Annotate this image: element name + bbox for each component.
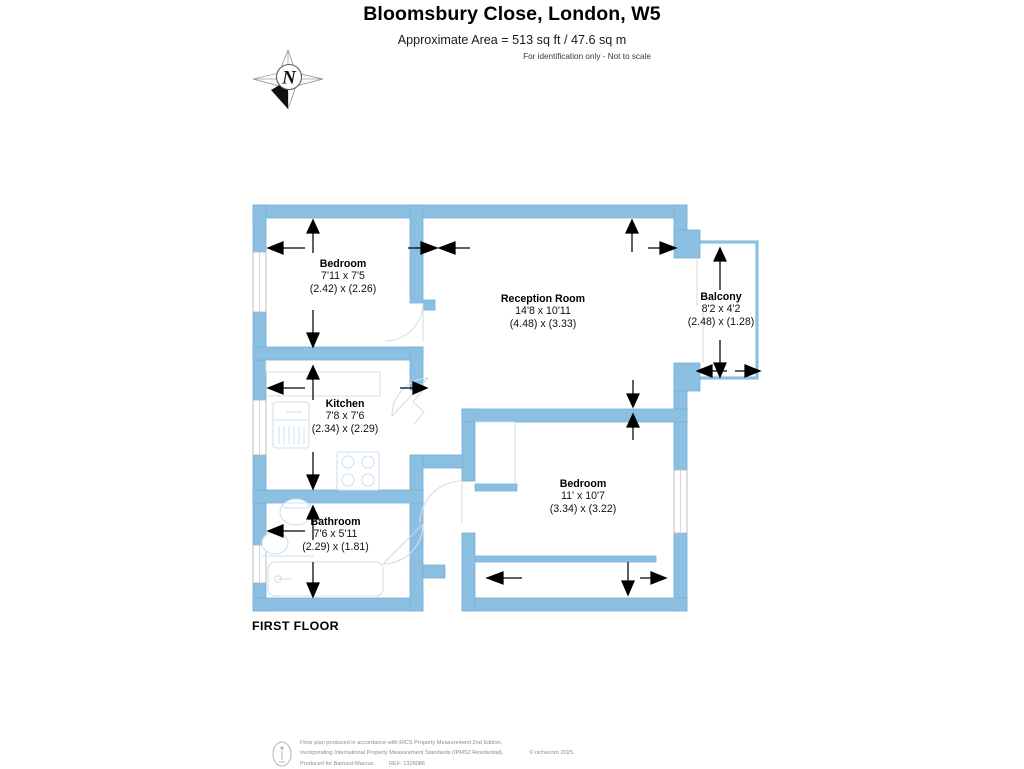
compass-north-letter: N xyxy=(281,68,297,89)
room-dim-imperial: 7'8 x 7'6 xyxy=(325,410,365,423)
footer-copyright: © nichecom 2025. xyxy=(529,750,575,757)
compass-rose-icon: N xyxy=(252,48,324,111)
compass-rose: N xyxy=(249,46,327,114)
room-label-reception-room: Reception Room 14'8 x 10'11 (4.48) x (3.… xyxy=(473,293,613,330)
balcony-structure xyxy=(673,229,759,392)
kitchen-appliance-icon xyxy=(272,401,310,449)
info-icon xyxy=(272,741,292,767)
footer-text: Floor plan produced in accordance with R… xyxy=(300,738,575,769)
footer-ref: REF: 1328086 xyxy=(388,760,426,767)
room-label-balcony: Balcony 8'2 x 4'2 (2.48) x (1.28) xyxy=(666,291,776,328)
door-arc-kitchen xyxy=(391,377,429,417)
room-name: Reception Room xyxy=(500,293,586,305)
room-dim-metric: (2.34) x (2.29) xyxy=(311,422,379,435)
room-dim-metric: (2.29) x (1.81) xyxy=(302,540,369,553)
room-dim-imperial: 8'2 x 4'2 xyxy=(701,303,741,316)
approximate-area: Approximate Area = 513 sq ft / 47.6 sq m xyxy=(397,33,627,47)
room-dim-imperial: 7'11 x 7'5 xyxy=(321,270,365,283)
floor-label: FIRST FLOOR xyxy=(252,619,339,633)
room-label-bedroom-1: Bedroom 7'11 x 7'5 (2.42) x (2.26) xyxy=(283,258,403,295)
room-dim-metric: (3.34) x (3.22) xyxy=(549,502,617,515)
room-dim-imperial: 14'8 x 10'11 xyxy=(515,305,571,318)
room-label-bedroom-2: Bedroom 11' x 10'7 (3.34) x (3.22) xyxy=(523,478,643,515)
dimension-arrows xyxy=(266,218,762,599)
identification-note: For identification only - Not to scale xyxy=(523,52,651,61)
room-name: Bedroom xyxy=(319,258,367,270)
door-arc-bedroom1 xyxy=(384,302,424,342)
room-name: Bedroom xyxy=(559,478,607,490)
room-dim-imperial: 11' x 10'7 xyxy=(561,490,605,503)
room-label-kitchen: Kitchen 7'8 x 7'6 (2.34) x (2.29) xyxy=(290,398,400,435)
door-arc-bedroom2 xyxy=(419,480,463,524)
door-arc-bathroom xyxy=(382,523,424,565)
room-label-bathroom: Bathroom 7'6 x 5'11 (2.29) x (1.81) xyxy=(278,516,393,553)
compass-center-disc xyxy=(275,63,303,91)
footer-line-2: Incorporating International Property Mea… xyxy=(300,750,504,757)
bedroom2-wardrobe xyxy=(474,421,657,563)
room-dim-metric: (2.48) x (1.28) xyxy=(687,315,755,328)
doors xyxy=(382,302,463,565)
footer-line-1: Floor plan produced in accordance with R… xyxy=(300,740,503,746)
page-title: Bloomsbury Close, London, W5 xyxy=(363,3,661,25)
room-dim-metric: (4.48) x (3.33) xyxy=(509,317,577,330)
windows xyxy=(252,251,688,584)
page-header: Bloomsbury Close, London, W5 Approximate… xyxy=(0,0,1024,61)
folding-door-hall xyxy=(412,389,425,425)
room-dim-imperial: 7'6 x 5'11 xyxy=(313,528,358,541)
bathroom-fixtures xyxy=(261,498,384,597)
footer-line-3: Produced for Barnard Marcus. xyxy=(300,760,375,767)
interior-walls xyxy=(252,204,688,579)
room-name: Kitchen xyxy=(325,398,365,410)
room-name: Bathroom xyxy=(310,516,361,528)
room-name: Balcony xyxy=(700,291,742,303)
kitchen-fixtures xyxy=(265,360,381,491)
room-dim-metric: (2.42) x (2.26) xyxy=(309,282,377,295)
bathtub-icon xyxy=(267,561,384,597)
